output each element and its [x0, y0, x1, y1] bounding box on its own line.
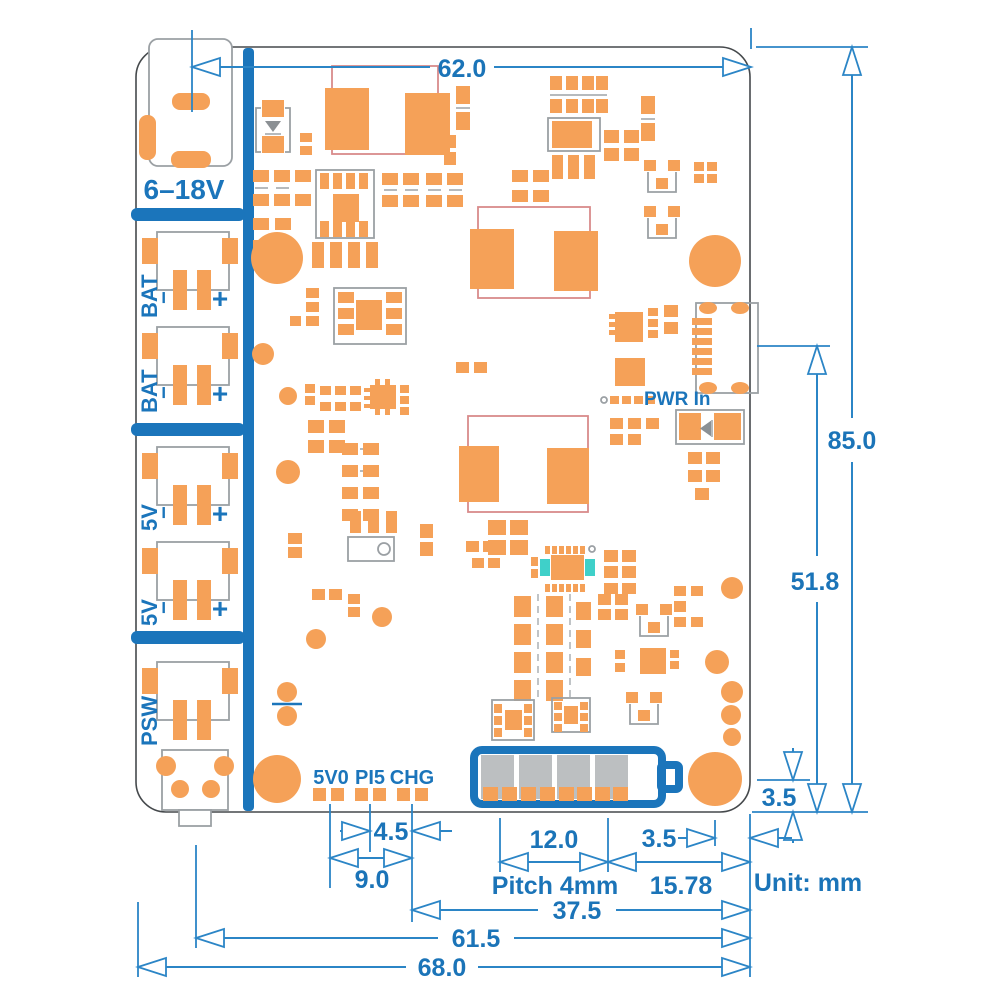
pad-cluster [688, 452, 720, 500]
svg-text:4.5: 4.5 [374, 818, 409, 846]
dim-total-width: 68.0 [137, 902, 751, 982]
5v-connector-1: 5V − + [137, 446, 239, 531]
ic-3 [491, 699, 535, 741]
pwr-in-label: PWR In [644, 389, 711, 410]
pad-cluster [305, 384, 361, 411]
unit-note: Unit: mm [754, 869, 862, 897]
bat2-label: BAT [137, 369, 162, 413]
dim-pins-to-edge: 15.78 [607, 852, 751, 900]
mounting-hole-bottom-right [688, 752, 742, 806]
dim-height-total: 85.0 [752, 46, 877, 813]
soic-ic-top-right [547, 76, 655, 179]
dim-pin-span: 12.0 Pitch 4mm [492, 818, 618, 900]
pad-cluster [308, 362, 487, 453]
hole [306, 629, 326, 649]
diode-footprint-2 [610, 409, 745, 445]
svg-text:Pitch 4mm: Pitch 4mm [492, 872, 618, 900]
power-switch-footprint [156, 749, 234, 827]
svg-text:37.5: 37.5 [553, 897, 602, 925]
pad-cluster [604, 130, 717, 183]
pad-cluster [312, 589, 360, 617]
psw-label: PSW [137, 696, 162, 746]
plus-mark: + [212, 283, 228, 314]
svg-text:61.5: 61.5 [452, 925, 501, 953]
bat1-label: BAT [137, 274, 162, 318]
diode-footprint-top-left [255, 100, 291, 153]
hole [276, 460, 300, 484]
dim-width-top: 62.0 [191, 28, 752, 112]
ic-4 [551, 697, 591, 733]
dc-jack-connector: 6–18V [139, 38, 233, 205]
svg-text:62.0: 62.0 [438, 55, 487, 83]
minus-mark: − [151, 291, 176, 304]
battery-pin-header [470, 746, 683, 808]
psw-connector: PSW [137, 661, 239, 827]
mounting-hole-bottom-left [253, 755, 301, 803]
dim-holder-to-edge: 3.5 [642, 820, 792, 853]
led-5v0-label: 5V0 [313, 767, 349, 789]
pad-cluster [300, 86, 470, 165]
minus-mark: − [151, 601, 176, 614]
plus-mark: + [212, 498, 228, 529]
dim-led-extension-lines [329, 804, 413, 922]
pad-cluster [253, 170, 311, 206]
usb-connector [692, 302, 759, 394]
plus-mark: + [212, 378, 228, 409]
svg-text:85.0: 85.0 [828, 427, 877, 455]
hole [252, 343, 274, 365]
bat-connector-1: BAT − + [137, 231, 239, 318]
5v1-label: 5V [137, 504, 162, 531]
svg-text:12.0: 12.0 [530, 826, 579, 854]
minus-mark: − [151, 506, 176, 519]
hole [279, 387, 297, 405]
bat-connector-2: BAT − + [137, 326, 239, 413]
dim-inner-width: 61.5 [195, 845, 751, 953]
soic-ic-1 [315, 169, 375, 239]
transformer-2 [470, 206, 598, 299]
transformer-3 [459, 415, 589, 513]
led-chg-label: CHG [390, 767, 434, 789]
pad-cluster [598, 586, 703, 674]
dim-usb-to-bottom: 51.8 [757, 345, 840, 813]
separator-3 [131, 631, 245, 644]
dim-chg-to-edge: 37.5 [411, 897, 751, 925]
left-rail [243, 48, 254, 811]
passive-rows [288, 511, 528, 562]
dim-led-pitch: 4.5 [340, 818, 452, 846]
svg-text:15.78: 15.78 [650, 872, 713, 900]
separator-1 [131, 208, 245, 221]
transformer-1 [325, 65, 450, 155]
dimension-layer: 62.0 85.0 51.8 3.5 4.5 [137, 28, 877, 982]
right-edge-holes [705, 577, 743, 746]
svg-text:51.8: 51.8 [791, 568, 840, 596]
svg-text:9.0: 9.0 [355, 866, 390, 894]
svg-text:68.0: 68.0 [418, 954, 467, 982]
ic-2 [290, 287, 407, 345]
dim-hole-to-edge-vertical: 3.5 [757, 748, 810, 843]
dc-jack-label: 6–18V [144, 174, 225, 205]
test-point-pair [272, 682, 302, 726]
pad-cluster [466, 541, 636, 594]
mounting-hole-top-left [251, 232, 303, 284]
dim-led-span: 9.0 [329, 848, 413, 894]
minus-mark: − [151, 386, 176, 399]
led-pi5-label: PI5 [355, 767, 385, 789]
5v2-label: 5V [137, 599, 162, 626]
mounting-hole-top-right [689, 235, 741, 287]
pad-cluster [382, 170, 549, 207]
plus-mark: + [212, 593, 228, 624]
passive-rows [342, 443, 379, 521]
led-indicators: 5V0 PI5 CHG [313, 767, 434, 801]
separator-2 [131, 423, 245, 436]
capacitor-columns [514, 594, 591, 701]
regulator-components [600, 305, 678, 404]
svg-text:3.5: 3.5 [762, 784, 797, 812]
mini-ic-with-pins [364, 379, 409, 415]
svg-text:3.5: 3.5 [642, 825, 677, 853]
hole [372, 607, 392, 627]
5v-connector-2: 5V − + [137, 541, 239, 626]
teal-ic [531, 545, 596, 592]
